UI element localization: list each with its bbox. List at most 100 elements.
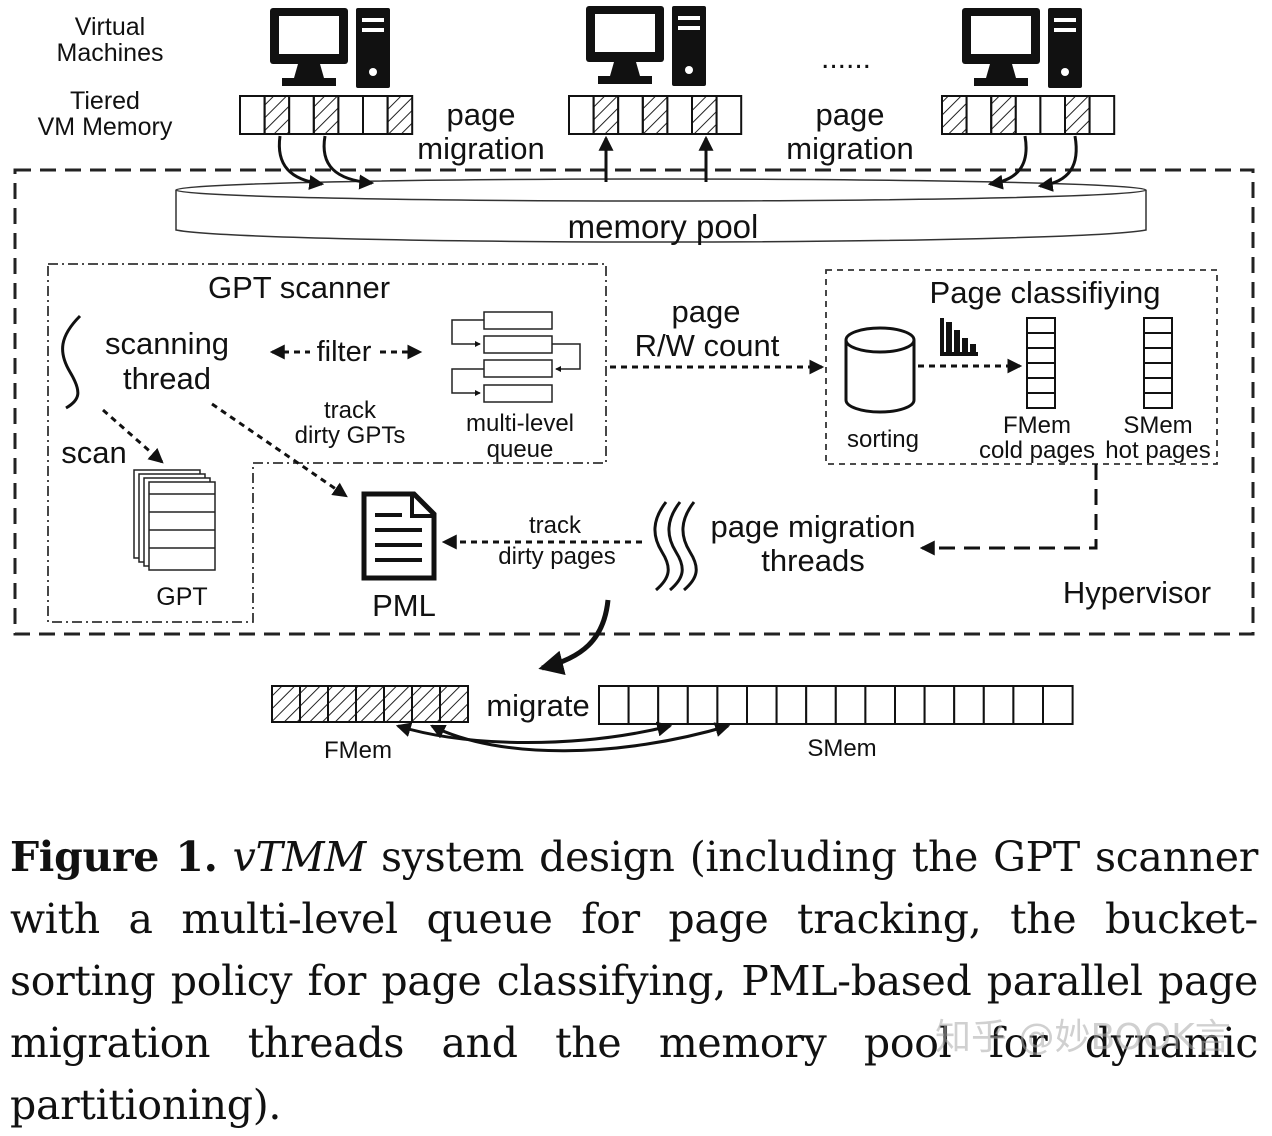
- vm-computer-icon-1: [270, 8, 390, 88]
- memory-cell: [1014, 95, 1042, 135]
- label-scan: scan: [61, 435, 126, 470]
- label-scanning: scanning: [105, 326, 229, 361]
- smem-cell: [686, 685, 719, 725]
- smem-cell: [982, 685, 1015, 725]
- memory-cell: [1039, 95, 1067, 135]
- memory-cell: [337, 95, 364, 135]
- label-thread: thread: [123, 361, 211, 396]
- memory-cell: [1088, 95, 1116, 135]
- memory-cell: [568, 95, 595, 135]
- memory-cell: [965, 95, 993, 135]
- fmem-column-cell: [1026, 332, 1056, 349]
- label-sorting: sorting: [847, 426, 919, 453]
- label-hot-pages: hot pages: [1105, 437, 1210, 464]
- memory-cell: [362, 95, 389, 135]
- label-vm-memory: VM Memory: [38, 113, 173, 141]
- page-migration-threads-icon: [653, 501, 698, 592]
- memory-cell: [1064, 95, 1091, 135]
- fmem-column-cell: [1026, 317, 1056, 334]
- label-page-1: page: [447, 97, 516, 132]
- vm-memory-strip-3: [941, 95, 1116, 135]
- memory-cell: [941, 95, 968, 135]
- label-migrate: migrate: [486, 688, 589, 723]
- smem-column-cell: [1143, 317, 1173, 334]
- smem-column-cell: [1143, 377, 1173, 394]
- label-filter: filter: [317, 336, 372, 368]
- pml-document-icon: [361, 491, 437, 581]
- vm-memory-strip-1: [239, 95, 414, 135]
- fmem-column-cell: [1026, 347, 1056, 364]
- smem-strip: [598, 685, 1074, 725]
- smem-cell: [953, 685, 985, 725]
- memory-cell: [263, 95, 291, 135]
- smem-cell: [894, 685, 926, 725]
- vm-computer-icon-2: [586, 6, 706, 86]
- label-migration-2: migration: [786, 131, 914, 166]
- scanning-thread-icon: [61, 314, 82, 410]
- multi-level-queue-icon: [483, 311, 553, 403]
- migration-arrow-5: [987, 135, 1028, 190]
- migrate-down-arrow: [538, 599, 611, 675]
- smem-column-cell: [1143, 332, 1173, 349]
- label-rw-count: R/W count: [635, 328, 780, 363]
- track-dirty-gpts-arrow: [211, 402, 348, 498]
- scan-arrow: [102, 408, 164, 464]
- memory-cell: [617, 95, 644, 135]
- label-dirty-gpts: dirty GPTs: [295, 422, 406, 449]
- smem-cell: [1042, 685, 1074, 725]
- fmem-cell: [355, 685, 385, 723]
- label-track-gpts: track: [324, 397, 377, 424]
- memory-cell: [239, 95, 266, 135]
- fmem-cell: [271, 685, 301, 723]
- migration-arrow-6: [1037, 135, 1078, 192]
- label-smem-classify: SMem: [1123, 412, 1192, 439]
- label-track-pages: track: [529, 512, 582, 539]
- memory-cell: [386, 95, 414, 135]
- label-virtual: Virtual: [75, 13, 145, 41]
- fmem-column-cell: [1026, 392, 1056, 409]
- gpt-scanner-title: GPT scanner: [208, 270, 390, 305]
- label-tiered: Tiered: [70, 87, 140, 115]
- memory-cell: [312, 95, 340, 135]
- label-hypervisor: Hypervisor: [1063, 575, 1211, 610]
- smem-column-cell: [1143, 347, 1173, 364]
- memory-cell: [666, 95, 694, 135]
- smem-cell: [923, 685, 956, 725]
- memory-cell: [288, 95, 315, 135]
- vm-memory-strip-2: [568, 95, 743, 135]
- memory-cell: [592, 95, 620, 135]
- caption-figure-label: Figure 1.: [10, 833, 218, 881]
- label-fmem-classify: FMem: [1003, 412, 1071, 439]
- fmem-cold-pages-column: [1026, 317, 1056, 409]
- smem-cell: [805, 685, 837, 725]
- label-page-migration-threads-2: threads: [761, 543, 864, 578]
- smem-hot-pages-column: [1143, 317, 1173, 409]
- label-migration-1: migration: [417, 131, 545, 166]
- migration-arrow-1: [277, 135, 325, 190]
- bar-chart-icon: [940, 318, 978, 356]
- memory-cell: [715, 95, 743, 135]
- swap-arrow-1: [429, 722, 731, 753]
- memory-pool-disk: [175, 178, 1147, 243]
- label-machines: Machines: [57, 39, 164, 67]
- memory-pool-label: memory pool: [568, 208, 759, 245]
- label-smem-bottom: SMem: [807, 735, 876, 762]
- label-pml: PML: [372, 588, 436, 623]
- vm-computer-icon-3: [962, 8, 1082, 88]
- fmem-cell: [439, 685, 469, 723]
- watermark: 知乎 @妙BOOK言: [935, 1017, 1231, 1058]
- gpt-pages-icon: [133, 469, 216, 571]
- ellipsis-dots: ......: [821, 42, 871, 75]
- fmem-column-cell: [1026, 377, 1056, 394]
- memory-cell: [691, 95, 718, 135]
- smem-cell: [864, 685, 897, 725]
- smem-cell: [716, 685, 749, 725]
- memory-cell: [990, 95, 1017, 135]
- fmem-column-cell: [1026, 362, 1056, 379]
- migration-arrow-2: [322, 135, 375, 190]
- smem-cell: [598, 685, 630, 725]
- sorting-cylinder-icon: [844, 326, 916, 414]
- smem-cell: [746, 685, 778, 725]
- label-page-migration-threads-1: page migration: [710, 509, 915, 544]
- smem-cell: [657, 685, 689, 725]
